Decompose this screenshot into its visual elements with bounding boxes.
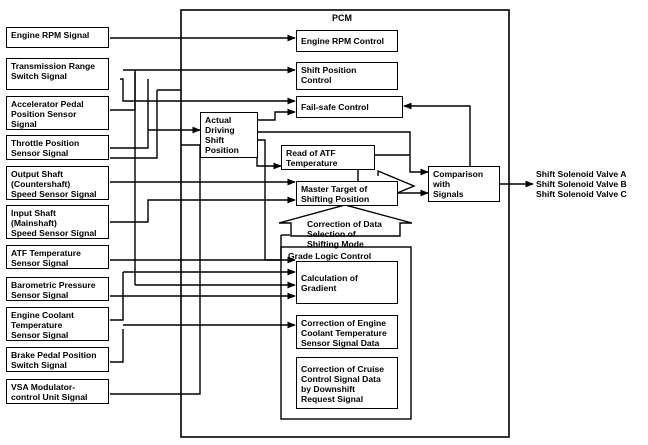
input-accelerator-pedal-signal: Accelerator Pedal Position Sensor Signal: [6, 96, 109, 130]
actual-driving-shift-position: Actual Driving Shift Position: [200, 112, 258, 158]
grade-logic-control-label: Grade Logic Control: [288, 251, 372, 261]
input-input-shaft-signal: Input Shaft (Mainshaft) Speed Sensor Sig…: [6, 205, 109, 239]
fail-safe-control: Fail-safe Control: [296, 96, 403, 118]
shift-position-control: Shift Position Control: [296, 62, 398, 90]
input-atf-temperature-signal: ATF Temperature Sensor Signal: [6, 245, 109, 269]
input-brake-pedal-signal: Brake Pedal Position Switch Signal: [6, 347, 109, 372]
comparison-with-signals: Comparison with Signals: [428, 166, 500, 202]
input-transmission-range-signal: Transmission Range Switch Signal: [6, 58, 109, 90]
calculation-of-gradient: Calculation of Gradient: [296, 261, 398, 304]
input-engine-rpm-signal: Engine RPM Signal: [6, 27, 109, 48]
correction-of-data-label: Correction of Data Selection of Shifting…: [307, 219, 382, 249]
input-barometric-pressure-signal: Barometric Pressure Sensor Signal: [6, 277, 109, 301]
shift-solenoid-valves: Shift Solenoid Valve A Shift Solenoid Va…: [536, 169, 627, 199]
master-target-shifting-position: Master Target of Shifting Position: [296, 181, 398, 206]
input-engine-coolant-signal: Engine Coolant Temperature Sensor Signal: [6, 307, 109, 341]
input-throttle-position-signal: Throttle Position Sensor Signal: [6, 135, 109, 160]
read-atf-temperature: Read of ATF Temperature: [281, 145, 375, 170]
correction-engine-coolant-data: Correction of Engine Coolant Temperature…: [296, 315, 398, 349]
correction-cruise-control-data: Correction of Cruise Control Signal Data…: [296, 357, 398, 409]
input-vsa-modulator-signal: VSA Modulator- control Unit Signal: [6, 379, 109, 404]
engine-rpm-control: Engine RPM Control: [296, 30, 398, 52]
input-output-shaft-signal: Output Shaft (Countershaft) Speed Sensor…: [6, 166, 109, 200]
pcm-label: PCM: [332, 13, 352, 23]
